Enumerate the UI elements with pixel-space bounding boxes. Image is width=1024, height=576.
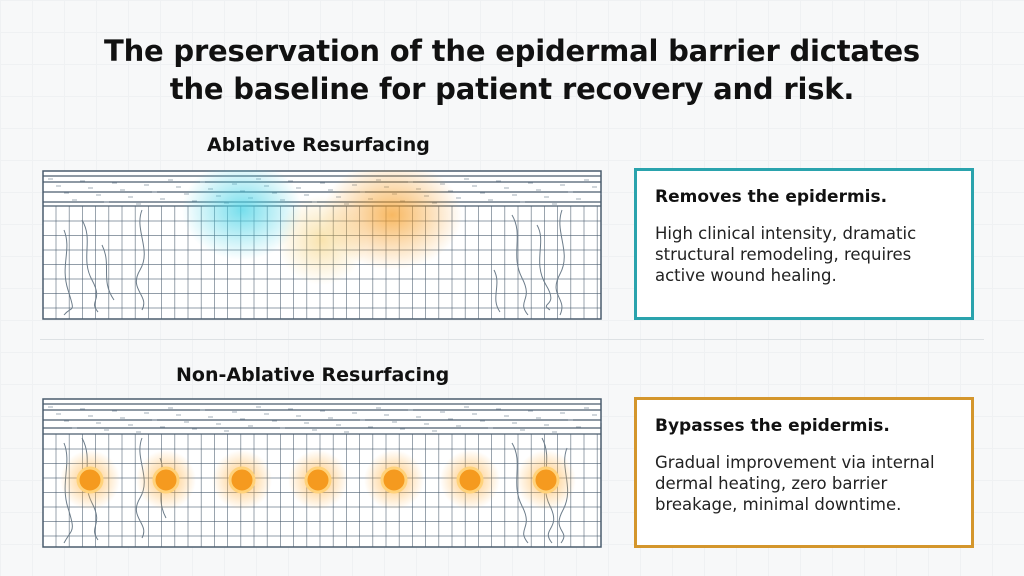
non-ablative-label: Non-Ablative Resurfacing — [176, 364, 450, 386]
collagen-fiber — [555, 209, 565, 316]
non-ablative-skin-diagram — [42, 398, 602, 548]
heat-zone — [322, 170, 462, 270]
ablative-info-card: Removes the epidermis. High clinical int… — [634, 168, 974, 320]
non-ablative-body-line-2: dermal heating, zero barrier — [655, 474, 888, 493]
ablative-label: Ablative Resurfacing — [207, 134, 430, 156]
collagen-fiber — [81, 219, 99, 313]
collagen-fiber — [101, 244, 115, 301]
collagen-fiber — [493, 269, 501, 313]
collagen-fiber — [536, 224, 552, 311]
ablative-card-body: High clinical intensity, dramatic struct… — [655, 223, 953, 286]
collagen-fiber — [135, 209, 145, 311]
non-ablative-body-line-1: Gradual improvement via internal — [655, 453, 935, 472]
collagen-fiber — [135, 437, 145, 539]
heat-spot — [380, 466, 408, 494]
ablative-body-line-2: structural remodeling, requires — [655, 245, 912, 264]
heat-spot — [152, 466, 180, 494]
collagen-fiber — [511, 214, 529, 316]
non-ablative-info-card: Bypasses the epidermis. Gradual improvem… — [634, 397, 974, 548]
non-ablative-body-line-3: breakage, minimal downtime. — [655, 495, 902, 514]
non-ablative-card-body: Gradual improvement via internal dermal … — [655, 452, 953, 515]
collagen-fiber — [511, 442, 529, 544]
heat-spot — [76, 466, 104, 494]
ablative-body-line-3: active wound healing. — [655, 266, 837, 285]
heat-zone — [182, 170, 302, 260]
non-ablative-card-heading: Bypasses the epidermis. — [655, 416, 890, 436]
ablative-collagen-fibers — [63, 209, 565, 316]
heat-spot — [228, 466, 256, 494]
collagen-fiber — [63, 442, 73, 544]
title-line-2: the baseline for patient recovery and ri… — [169, 72, 855, 106]
heat-spot — [456, 466, 484, 494]
ablative-skin-diagram — [42, 170, 602, 320]
title-line-1: The preservation of the epidermal barrie… — [104, 34, 920, 68]
ablative-card-heading: Removes the epidermis. — [655, 187, 888, 207]
collagen-fiber — [63, 229, 73, 316]
ablative-body-line-1: High clinical intensity, dramatic — [655, 224, 917, 243]
nonablative-epidermis-layer — [43, 403, 602, 435]
page-title: The preservation of the epidermal barrie… — [40, 32, 984, 108]
heat-spot — [304, 466, 332, 494]
section-divider — [40, 339, 984, 340]
heat-spot — [532, 466, 560, 494]
